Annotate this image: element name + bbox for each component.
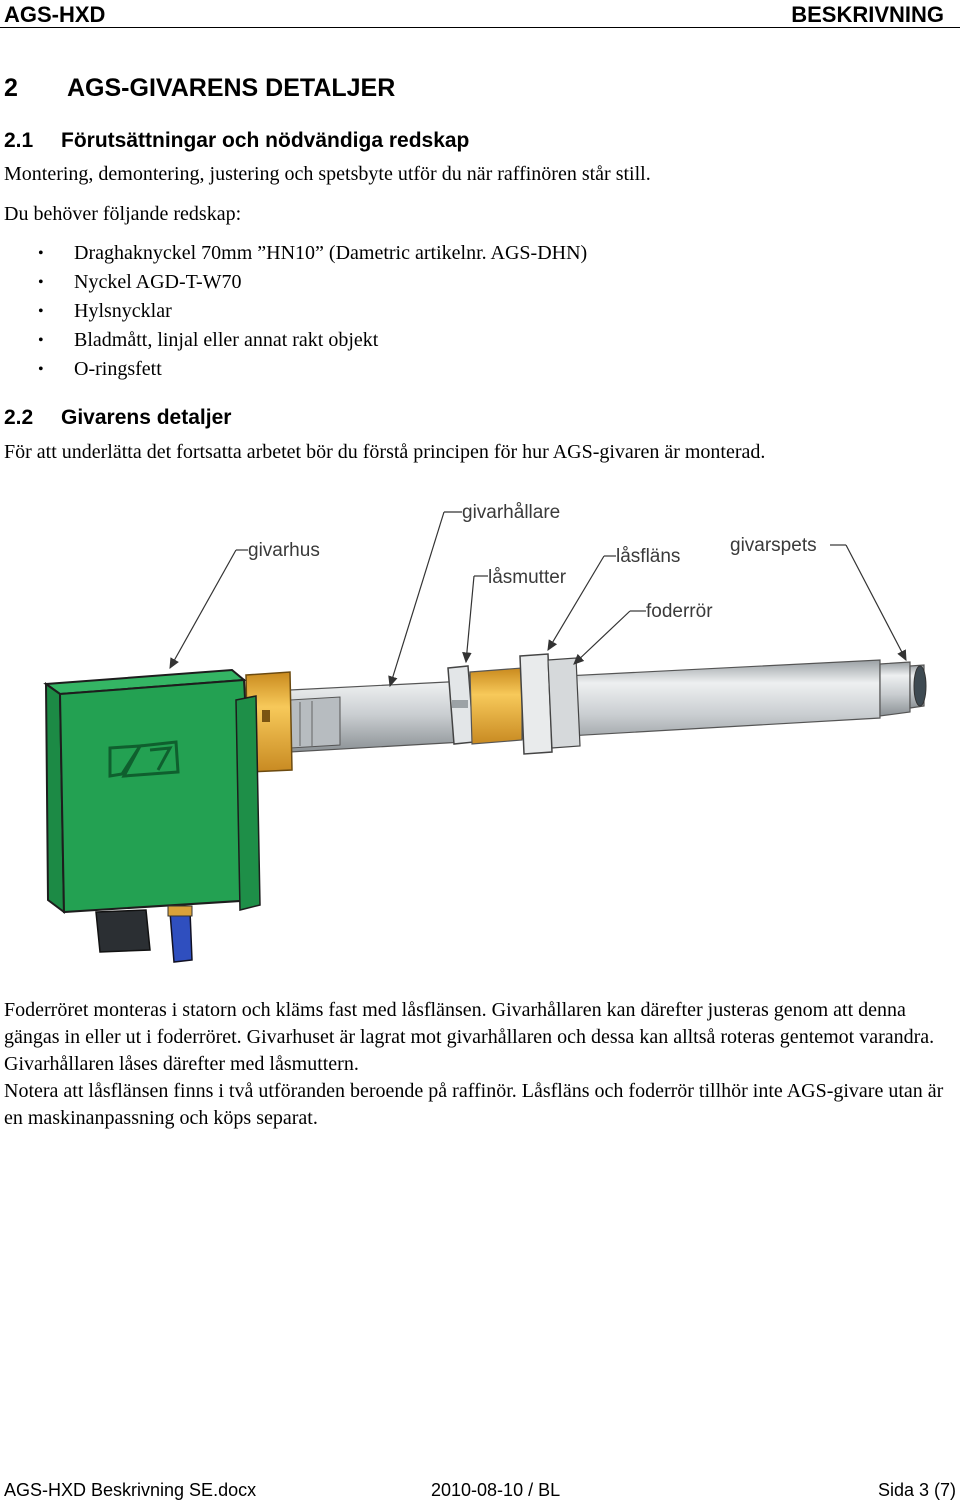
subsection-heading-2-2: 2.2 Givarens detaljer (4, 406, 231, 430)
subsection-title: Givarens detaljer (61, 406, 232, 429)
callout-givarhus: givarhus (169, 540, 320, 670)
body-paragraph: Notera att låsflänsen finns i två utföra… (4, 1080, 944, 1129)
list-item: Draghaknyckel 70mm ”HN10” (Dametric arti… (0, 239, 587, 268)
subsection-title: Förutsättningar och nödvändiga redskap (61, 129, 470, 152)
label-foderror: foderrör (646, 601, 713, 622)
tools-list: Draghaknyckel 70mm ”HN10” (Dametric arti… (0, 239, 587, 384)
section-title: AGS-GIVARENS DETALJER (67, 74, 396, 102)
callout-lasmutter: låsmutter (462, 567, 567, 664)
sensor-drawing: givarhållare givarhus låsfläns givarspet… (43, 502, 927, 963)
list-item: O-ringsfett (0, 355, 587, 384)
callout-foderror: foderrör (573, 601, 713, 665)
callout-givarspets: givarspets (730, 535, 907, 662)
label-givarhus: givarhus (248, 540, 320, 561)
subsection-number: 2.1 (4, 129, 34, 152)
label-lasmutter: låsmutter (488, 567, 567, 588)
header-doc-type: BESKRIVNING (791, 2, 944, 27)
page-footer: AGS-HXD Beskrivning SE.docx 2010-08-10 /… (0, 1480, 960, 1504)
lock-flange (469, 653, 581, 755)
details-intro: För att underlätta det fortsatta arbetet… (4, 441, 766, 463)
label-givarhallare: givarhållare (462, 502, 560, 523)
callout-givarhallare: givarhållare (388, 502, 560, 688)
probe-tube (289, 659, 927, 753)
label-givarspets: givarspets (730, 535, 817, 556)
body-text: Foderröret monteras i statorn och kläms … (4, 997, 954, 1132)
footer-filename: AGS-HXD Beskrivning SE.docx (4, 1480, 257, 1500)
footer-page-number: Sida 3 (7) (877, 1480, 956, 1500)
intro-paragraph: Montering, demontering, justering och sp… (4, 163, 651, 185)
footer-date: 2010-08-10 / BL (431, 1480, 561, 1500)
header-rule (0, 27, 960, 28)
list-item: Hylsnycklar (0, 297, 587, 326)
section-number: 2 (4, 74, 18, 102)
body-paragraph: Foderröret monteras i statorn och kläms … (4, 999, 935, 1075)
header-doc-code: AGS-HXD (4, 2, 106, 27)
subsection-heading-2-1: 2.1 Förutsättningar och nödvändiga redska… (4, 129, 469, 153)
subsection-number: 2.2 (4, 406, 34, 429)
list-item: Nyckel AGD-T-W70 (0, 268, 587, 297)
page-header: AGS-HXD BESKRIVNING (0, 0, 960, 28)
section-heading: 2 AGS-GIVARENS DETALJER (4, 74, 395, 103)
callout-lasflans: låsfläns (547, 546, 680, 652)
tools-lead: Du behöver följande redskap: (4, 203, 242, 225)
label-lasflans: låsfläns (616, 546, 680, 567)
sensor-assembly-figure: givarhållare givarhus låsfläns givarspet… (0, 490, 960, 980)
sensor-housing (43, 668, 261, 963)
list-item: Bladmått, linjal eller annat rakt objekt (0, 326, 587, 355)
